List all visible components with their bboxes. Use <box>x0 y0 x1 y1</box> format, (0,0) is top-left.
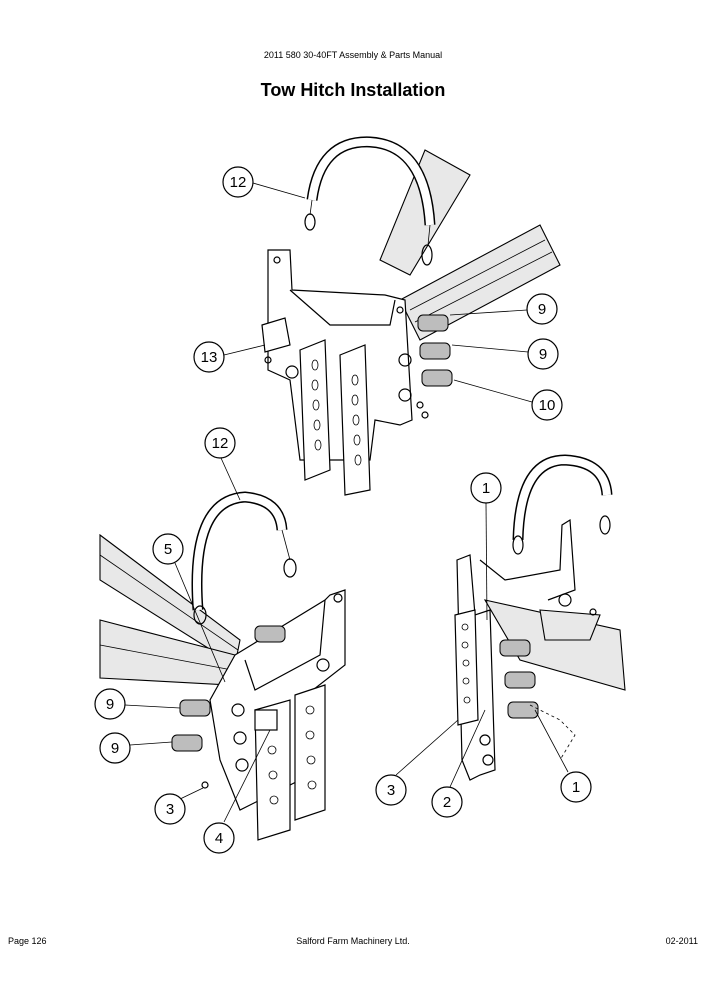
callout-top-13: 13 <box>201 349 218 366</box>
callouts-left: 12 5 9 9 3 4 <box>94 427 271 854</box>
revision-date: 02-2011 <box>665 936 698 946</box>
manual-header: 2011 580 30-40FT Assembly & Parts Manual <box>263 50 443 60</box>
callout-top-12: 12 <box>230 174 247 191</box>
callout-right-1a: 1 <box>482 480 490 497</box>
right-assembly <box>454 454 626 781</box>
top-assembly <box>261 136 561 496</box>
page-number: Page 126 <box>8 936 47 946</box>
left-assembly <box>99 491 346 841</box>
callout-right-2: 2 <box>443 794 451 811</box>
callouts-right: 1 3 2 1 <box>375 472 592 818</box>
callouts-top: 12 13 9 9 10 <box>193 166 563 421</box>
callout-left-12: 12 <box>212 435 229 452</box>
callout-left-5: 5 <box>164 541 172 558</box>
callout-left-9b: 9 <box>111 740 119 757</box>
callout-left-3: 3 <box>166 801 174 818</box>
callout-top-9b: 9 <box>539 346 547 363</box>
coupler-group-top <box>417 314 453 387</box>
callout-left-9a: 9 <box>106 696 114 713</box>
callout-top-9a: 9 <box>538 301 546 318</box>
callout-left-4: 4 <box>215 830 223 847</box>
callout-top-10: 10 <box>539 397 556 414</box>
callout-right-1b: 1 <box>572 779 580 796</box>
callout-right-3: 3 <box>387 782 395 799</box>
company-name: Salford Farm Machinery Ltd. <box>296 936 410 946</box>
page-title: Tow Hitch Installation <box>260 80 446 100</box>
